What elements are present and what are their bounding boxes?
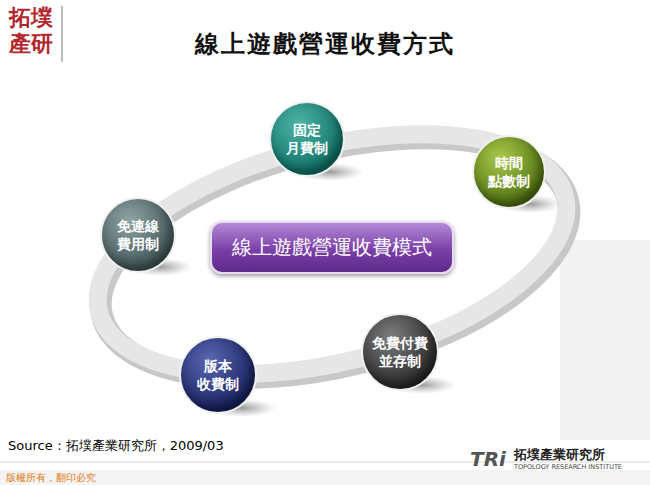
- logo-mark: TRi: [470, 447, 506, 471]
- node-texts: 免連線 費用制: [116, 217, 161, 253]
- node-label: 時間 點數制: [488, 154, 530, 190]
- title: 線上遊戲營運收費方式: [0, 28, 650, 60]
- logo-divider: [61, 6, 63, 62]
- node-texts: 時間 點數制: [488, 154, 530, 190]
- node-label: 固定 月費制: [286, 121, 328, 157]
- institute-name: 拓墣產業研究所: [514, 446, 605, 464]
- method-sphere: 固定 月費制: [269, 101, 345, 177]
- node-label: 版本 收費制: [197, 357, 239, 393]
- center-box: 線上遊戲營運收費模式: [210, 221, 454, 274]
- node-label: 免連線 費用制: [116, 217, 161, 253]
- node-texts: 版本 收費制: [197, 357, 239, 393]
- method-sphere: 免連線 費用制: [100, 197, 176, 273]
- footer-bar: [0, 470, 650, 485]
- institute-name-en: TOPOLOGY RESEARCH INSTITUTE: [514, 463, 622, 471]
- source-note: Source：拓墣產業研究所，2009/03: [8, 437, 224, 455]
- node-texts: 線上遊戲營運收費模式: [232, 234, 432, 261]
- method-sphere: 版本 收費制: [179, 336, 257, 414]
- node-texts: 固定 月費制: [286, 121, 328, 157]
- node-label: 線上遊戲營運收費模式: [232, 234, 432, 261]
- watermark-block: [560, 240, 650, 440]
- copyright-note: 版權所有，翻印必究: [6, 471, 96, 485]
- method-sphere: 時間 點數制: [472, 135, 546, 209]
- ring: [73, 91, 591, 417]
- node-label: 免費付費 並存制: [372, 334, 428, 370]
- method-sphere: 免費付費 並存制: [361, 313, 439, 391]
- logo-text: 拓墣產研: [4, 4, 58, 57]
- node-texts: 免費付費 並存制: [372, 334, 428, 370]
